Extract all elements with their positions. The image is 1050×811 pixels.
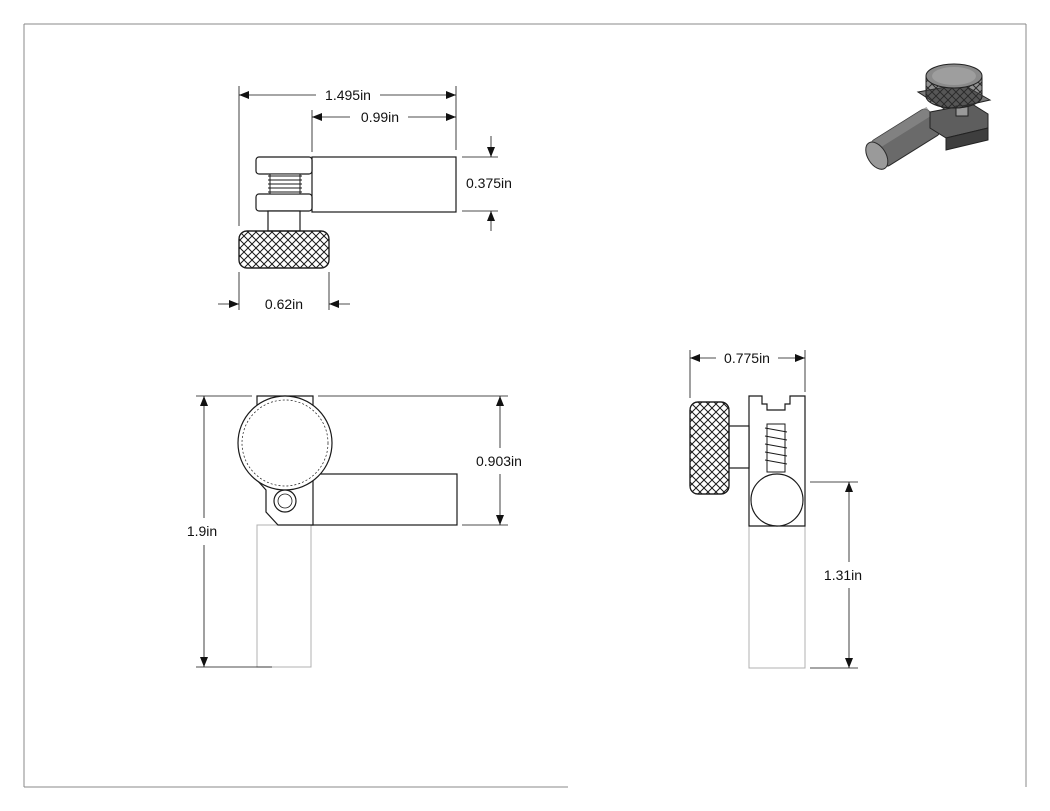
- front-view-hole: [273, 489, 297, 513]
- top-view-spring: [268, 173, 302, 195]
- front-view-dimensions: [196, 395, 508, 668]
- top-view-knurled-knob: [238, 230, 330, 269]
- side-view: [689, 395, 806, 669]
- side-view-rod-end: [750, 473, 804, 527]
- front-view-hidden-rod: [256, 524, 312, 668]
- top-view-shank: [267, 210, 301, 232]
- front-view: [237, 395, 458, 668]
- side-view-shank: [728, 425, 750, 469]
- top-view-clamp-upper: [255, 156, 313, 175]
- top-view: [238, 156, 457, 269]
- dim-rod-diameter: 0.375in: [466, 175, 512, 191]
- iso-view: [865, 63, 992, 170]
- dim-overall-height: 1.9in: [187, 523, 217, 539]
- front-view-knob: [237, 395, 333, 491]
- side-view-dimensions: [689, 350, 858, 669]
- sheet-border: [23, 23, 1027, 788]
- dim-depth: 0.775in: [724, 350, 770, 366]
- side-view-knurled-knob: [689, 401, 730, 495]
- top-view-rod: [311, 156, 457, 213]
- dim-body-height: 0.903in: [476, 453, 522, 469]
- dim-overall-width: 1.495in: [325, 87, 371, 103]
- top-view-dimensions: [218, 86, 498, 310]
- iso-view-knob: [925, 63, 983, 109]
- dim-rod-length: 0.99in: [361, 109, 399, 125]
- front-view-rod: [311, 473, 458, 526]
- side-view-spring: [764, 423, 788, 473]
- side-view-hidden-rod: [748, 525, 806, 669]
- dim-knob-width: 0.62in: [265, 296, 303, 312]
- dim-rod-height: 1.31in: [824, 567, 862, 583]
- top-view-clamp-lower: [255, 193, 313, 212]
